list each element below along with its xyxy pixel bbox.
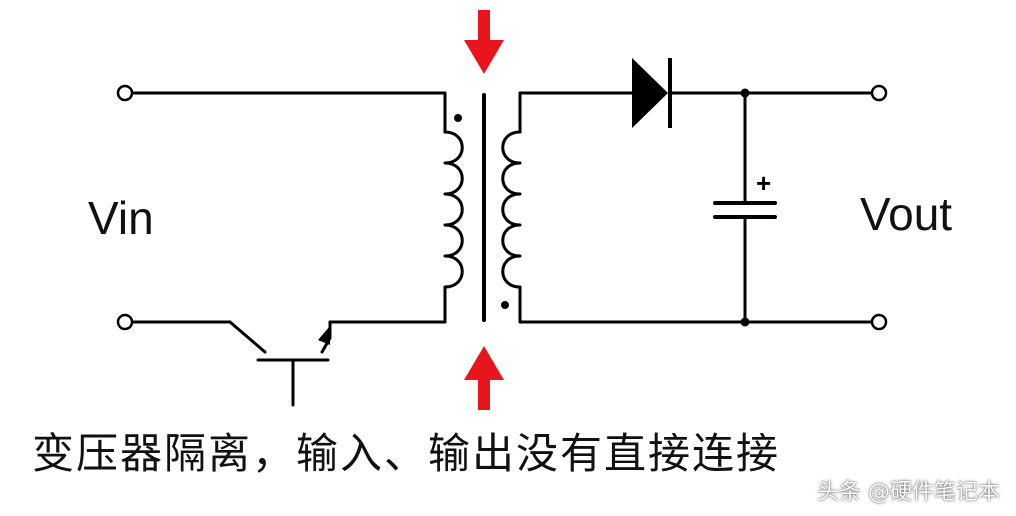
transistor-emitter-arrow-icon: [318, 326, 330, 345]
isolation-arrow-up-icon: [464, 346, 504, 410]
primary-coil: [443, 130, 464, 289]
vout-top-terminal: [870, 84, 888, 102]
vin-label: Vin: [88, 192, 154, 244]
vin-bottom-terminal: [116, 313, 134, 331]
caption-text: 变压器隔离，输入、输出没有直接连接: [32, 429, 781, 478]
cap-plus-sign: +: [756, 168, 771, 198]
transistor-collector: [228, 320, 267, 354]
vout-label: Vout: [860, 188, 952, 240]
watermark-text: 头条 @硬件笔记本: [817, 480, 1000, 505]
diode-triangle-icon: [632, 58, 668, 128]
junction-dot-top: [740, 88, 750, 98]
vout-bottom-terminal: [870, 313, 888, 331]
primary-polarity-dot: [454, 114, 462, 122]
vin-top-terminal: [116, 84, 134, 102]
junction-dot-bottom: [740, 317, 750, 327]
secondary-polarity-dot: [501, 301, 509, 309]
isolation-arrow-down-icon: [464, 10, 504, 74]
secondary-coil: [501, 130, 522, 289]
